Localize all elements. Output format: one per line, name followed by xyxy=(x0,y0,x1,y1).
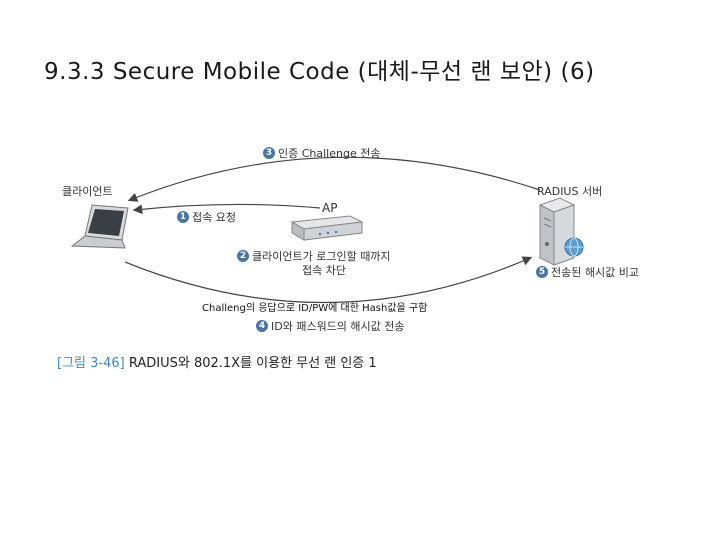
arrow-challenge xyxy=(127,156,541,202)
figure-caption-text: RADIUS와 802.1X를 이용한 무선 랜 인증 1 xyxy=(128,356,377,371)
figure-caption: [그림 3-46] RADIUS와 802.1X를 이용한 무선 랜 인증 1 xyxy=(57,352,377,371)
hash-note: Challeng의 응답으로 ID/PW에 대한 Hash값을 구함 xyxy=(202,303,428,314)
figure-number: [그림 3-46] xyxy=(57,356,125,371)
arrow-hash-send xyxy=(124,256,533,304)
step-5-badge: 5 xyxy=(536,266,548,278)
laptop-icon xyxy=(70,204,129,249)
step-2-text-line2: 접속 차단 xyxy=(302,264,346,277)
globe-icon xyxy=(564,237,584,257)
slide-title: 9.3.3 Secure Mobile Code (대체-무선 랜 보안) (6… xyxy=(44,59,595,85)
arrow-connect-request xyxy=(132,203,321,215)
step-2-text: 클라이언트가 로그인할 때까지 xyxy=(252,250,391,263)
step-4-badge: 4 xyxy=(256,320,268,332)
step-5-label: 5 전송된 해시값 비교 xyxy=(536,264,639,280)
step-1-label: 1 접속 요청 xyxy=(177,209,236,225)
server-label: RADIUS 서버 xyxy=(537,185,603,198)
step-4-label: 4 ID와 패스워드의 해시값 전송 xyxy=(256,318,405,334)
access-point-icon xyxy=(290,215,364,241)
step-3-text: 인증 Challenge 전송 xyxy=(278,147,381,160)
client-label: 클라이언트 xyxy=(62,185,113,198)
step-3-label: 3 인증 Challenge 전송 xyxy=(263,145,380,161)
step-3-badge: 3 xyxy=(263,147,275,159)
step-5-text: 전송된 해시값 비교 xyxy=(551,266,639,279)
step-2-label: 2 클라이언트가 로그인할 때까지 xyxy=(237,248,391,264)
step-2-badge: 2 xyxy=(237,250,249,262)
step-1-badge: 1 xyxy=(177,211,189,223)
ap-label: AP xyxy=(322,201,338,215)
step-1-text: 접속 요청 xyxy=(192,211,236,224)
step-4-text: ID와 패스워드의 해시값 전송 xyxy=(271,320,405,333)
